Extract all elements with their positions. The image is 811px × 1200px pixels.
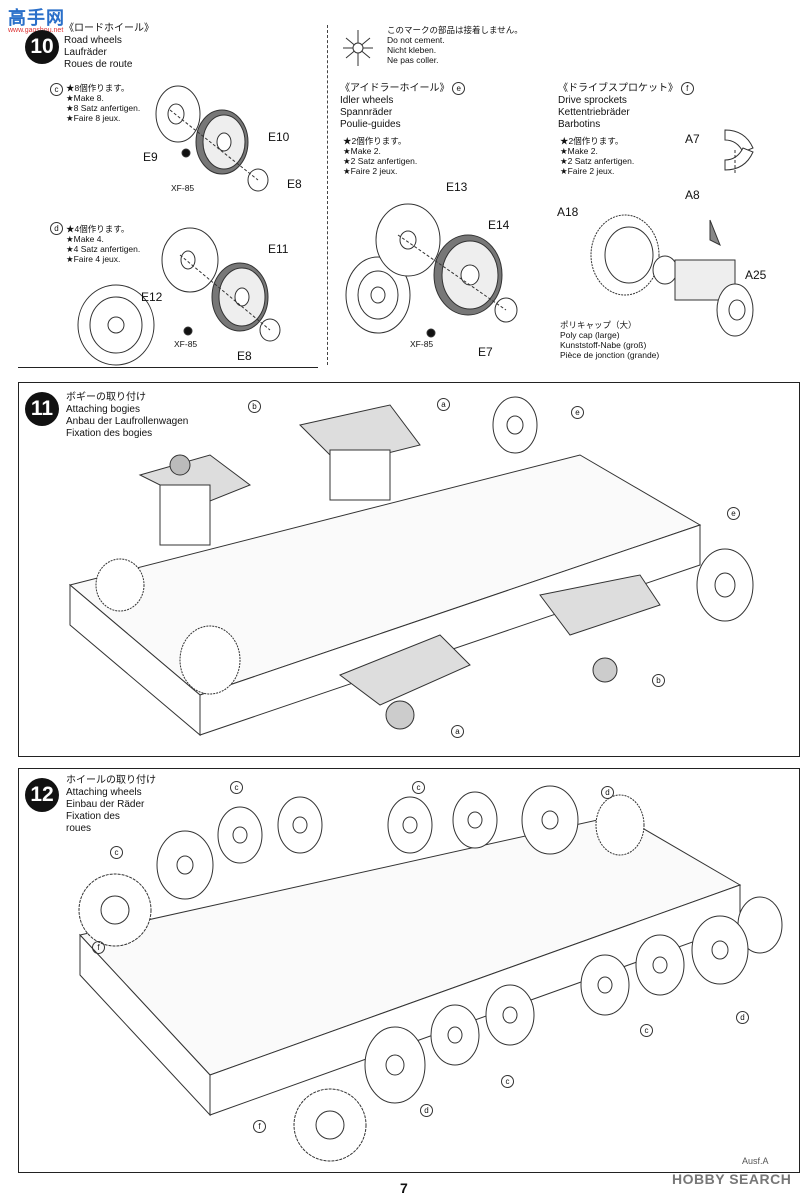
step11-panel [18,382,800,757]
no-cement-text: このマークの部品は接着しません。Do not cement. Nicht kle… [387,25,523,65]
part-e13-label: E13 [446,180,468,194]
sprocket-title: 《ドライブスプロケット》 f Drive sprockets Kettentri… [558,82,694,131]
callout-f-1: f [92,941,105,954]
callout-d-1: d [601,786,614,799]
sprocket-marker-f: f [680,82,694,95]
idler-wheel-drawing [345,203,518,338]
part-e8-label: E8 [287,177,302,191]
callout-c-2: c [412,781,425,794]
callout-f-2: f [253,1120,266,1133]
callout-e-2: e [727,507,740,520]
road-wheel-d-drawing [77,227,281,366]
part-e14-label: E14 [488,218,510,232]
step12-panel [18,768,800,1173]
callout-d-3: d [420,1104,433,1117]
polycap-label: ポリキャップ（大）Poly cap (large) Kunststoff-Nab… [560,320,660,360]
callout-a-2: a [451,725,464,738]
footer-right-text: Ausf.A [742,1156,769,1166]
subassembly-c-marker: c [50,83,63,96]
part-e10-label: E10 [268,130,290,144]
road-wheel-c-drawing [155,85,269,192]
subassembly-d-instructions: ★4個作ります。★Make 4. ★4 Satz anfertigen.★Fai… [66,224,141,264]
callout-b-1: b [248,400,261,413]
part-e7-label: E7 [478,345,493,359]
part-e12-label: E12 [141,290,163,304]
step10-bottom-rule [18,367,318,368]
callout-c-5: c [501,1075,514,1088]
paint-xf85-label-2: XF-85 [174,339,198,349]
callout-b-2: b [652,674,665,687]
subassembly-c-instructions: ★8個作ります。★Make 8. ★8 Satz anfertigen.★Fai… [66,83,141,123]
idler-instructions: ★2個作ります。★Make 2. ★2 Satz anfertigen.★Fai… [343,136,418,176]
paint-xf85-label-3: XF-85 [410,339,434,349]
part-e11-label: E11 [268,242,289,256]
callout-e-1: e [571,406,584,419]
callout-d-2: d [736,1011,749,1024]
step12-number: 12 [25,778,59,812]
callout-c-3: c [110,846,123,859]
hobby-search-text: HOBBY SEARCH [672,1171,792,1187]
part-a7-label: A7 [685,132,700,146]
part-e9-label: E9 [143,150,158,164]
hobby-search-logo: HOBBY SEARCH [672,1171,791,1189]
step10-number: 10 [25,30,59,64]
part-a18-label: A18 [557,205,579,219]
hull-bogie-drawing [68,396,754,737]
step11-number: 11 [25,392,59,426]
callout-a-1: a [437,398,450,411]
watermark-text: 高手网 [8,8,65,28]
part-a8-label: A8 [685,188,700,202]
part-a25-label: A25 [745,268,767,282]
sprocket-instructions: ★2個作ります。★Make 2. ★2 Satz anfertigen.★Fai… [560,136,635,176]
callout-c-1: c [230,781,243,794]
idler-marker-e: e [452,82,466,95]
sprocket-drawing [590,129,754,337]
page-number: 7 [400,1180,408,1196]
hull-wheels-drawing [78,785,783,1162]
subassembly-d-marker: d [50,222,63,235]
paint-xf85-label: XF-85 [171,183,195,193]
callout-c-4: c [640,1024,653,1037]
step10-divider-1 [327,25,328,365]
part-e8-label-2: E8 [237,349,252,363]
idler-title: 《アイドラーホイール》 e Idler wheels Spannräder Po… [340,82,466,131]
